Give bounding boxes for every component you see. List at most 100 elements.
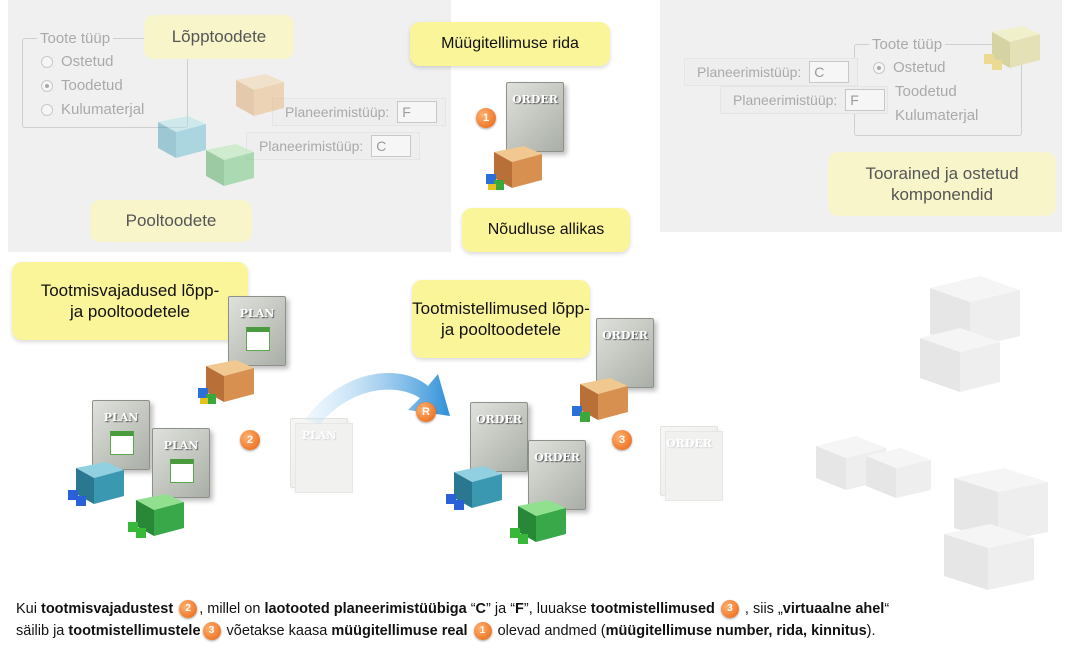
planning-type-field-c: Planeerimistüüp: C	[246, 132, 420, 160]
semi-product-box-green-icon	[126, 488, 186, 538]
product-type-legend: Toote tüüp	[869, 36, 946, 53]
sales-order-document-icon: ORDER	[506, 82, 569, 157]
final-product-box-icon	[226, 68, 286, 118]
badge-2-inline-icon: 2	[179, 600, 198, 619]
caption-bold: virtuaalne ahel	[782, 601, 885, 617]
transform-arrow-icon	[305, 372, 450, 424]
caption-fragment: , millel on	[199, 601, 265, 617]
stock-boxes-middle-icon	[816, 436, 931, 498]
radio-purchased[interactable]: Ostetud	[41, 53, 114, 70]
callout-semi-products: Pooltoodete	[90, 200, 252, 242]
calendar-icon	[246, 327, 270, 351]
caption-bold: laotooted planeerimistüübiga	[264, 601, 467, 617]
product-type-groupbox: Toote tüüp Ostetud Toodetud Kulumaterjal	[854, 36, 1022, 136]
semi-product-box-blue-icon	[66, 456, 126, 506]
planning-type-value[interactable]: F	[397, 101, 438, 123]
order-doc-label: ORDER	[602, 329, 648, 342]
planning-type-field-c: Planeerimistüüp: C	[684, 58, 858, 86]
planning-type-label: Planeerimistüüp:	[259, 138, 364, 154]
plan-doc-label: PLAN	[163, 439, 199, 452]
order-doc-label: ORDER	[476, 413, 522, 426]
caption-bold: müügitellimuse real	[331, 623, 468, 639]
radio-produced[interactable]: Toodetud	[895, 83, 957, 100]
caption-fragment: Kui	[16, 601, 41, 617]
caption-bold: tootmistellimustele	[68, 623, 201, 639]
ghost-plan-document-icon: PLAN	[290, 418, 353, 493]
planning-type-label: Planeerimistüüp:	[733, 92, 838, 108]
plan-document-icon: PLAN	[228, 296, 291, 371]
radio-icon	[41, 55, 53, 68]
planning-type-label: Planeerimistüüp:	[697, 64, 802, 80]
planning-type-value[interactable]: C	[809, 61, 850, 83]
calendar-icon	[170, 459, 194, 483]
stock-boxes-bottom-icon	[944, 468, 1048, 590]
radio-label: Kulumaterjal	[61, 101, 145, 118]
caption-text: Kui tootmisvajadustest 2, millel on laot…	[16, 598, 1056, 642]
radio-selected-icon	[41, 79, 53, 92]
radio-label: Ostetud	[893, 59, 946, 76]
sales-order-box-icon	[484, 140, 544, 190]
callout-demand-source: Nõudluse allikas	[462, 208, 630, 252]
plan-doc-label: PLAN	[301, 429, 337, 442]
semi-product-box-blue-icon	[148, 110, 208, 160]
stock-boxes-top-icon	[920, 276, 1020, 392]
caption-bold: tootmisvajadustest	[41, 601, 174, 617]
product-type-legend: Toote tüüp	[37, 30, 114, 47]
radio-icon	[41, 103, 53, 116]
caption-fragment: võetakse kaasa	[222, 623, 332, 639]
radio-label: Kulumaterjal	[895, 107, 979, 124]
radio-consumable[interactable]: Kulumaterjal	[41, 101, 144, 118]
callout-production-requirements: Tootmisvajadused lõpp- ja pooltoodetele	[12, 262, 248, 340]
order-doc-label: ORDER	[666, 437, 712, 450]
caption-fragment: “	[466, 601, 476, 617]
calendar-icon	[110, 431, 134, 455]
planning-type-field-f: Planeerimistüüp: F	[272, 98, 446, 126]
badge-1-inline-icon: 1	[473, 622, 492, 641]
callout-final-products: Lõpptoodete	[144, 15, 294, 59]
semi-product-box-green-icon	[196, 138, 256, 188]
radio-label: Toodetud	[895, 83, 957, 100]
callout-sales-order-line: Müügitellimuse rida	[410, 22, 610, 66]
caption-fragment: “	[884, 601, 890, 617]
product-type-groupbox: Toote tüüp Ostetud Toodetud Kulumaterjal	[22, 30, 188, 128]
radio-label: Toodetud	[61, 77, 123, 94]
caption-fragment: olevad andmed (	[493, 623, 606, 639]
planning-type-label: Planeerimistüüp:	[285, 104, 390, 120]
final-product-box-icon	[570, 372, 630, 422]
caption-fragment: säilib ja	[16, 623, 69, 639]
caption-fragment: ).	[866, 623, 876, 639]
raw-material-box-icon	[982, 20, 1042, 70]
caption-bold: müügitellimuse number, rida, kinnitus	[605, 623, 867, 639]
order-doc-label: ORDER	[534, 451, 580, 464]
badge-3-icon: 3	[612, 430, 632, 450]
caption-fragment: , siis „	[740, 601, 783, 617]
badge-3-inline-icon: 3	[720, 600, 739, 619]
top-left-panel: Toote tüüp Ostetud Toodetud Kulumaterjal…	[8, 0, 451, 252]
callout-production-orders: Tootmistellimused lõpp- ja pooltoodetele	[412, 280, 590, 358]
radio-selected-icon	[873, 61, 885, 74]
planning-type-field-f: Planeerimistüüp: F	[720, 86, 888, 114]
caption-bold: F	[515, 601, 524, 617]
semi-product-box-blue-icon	[444, 460, 504, 510]
plan-doc-label: PLAN	[103, 411, 139, 424]
planning-type-value[interactable]: C	[371, 135, 412, 157]
badge-r-icon: R	[416, 402, 436, 422]
caption-bold: tootmistellimused	[590, 601, 715, 617]
radio-purchased[interactable]: Ostetud	[873, 59, 946, 76]
semi-product-box-green-icon	[508, 494, 568, 544]
callout-raw-materials: Toorained ja ostetud komponendid	[828, 152, 1056, 216]
top-right-panel: Toote tüüp Ostetud Toodetud Kulumaterjal…	[660, 0, 1062, 232]
final-product-box-icon	[196, 354, 256, 404]
radio-label: Ostetud	[61, 53, 114, 70]
badge-2-icon: 2	[240, 430, 260, 450]
order-doc-label: ORDER	[512, 93, 558, 106]
radio-produced[interactable]: Toodetud	[41, 77, 123, 94]
plan-doc-label: PLAN	[239, 307, 275, 320]
caption-fragment: ”, luuakse	[523, 601, 591, 617]
plan-document-icon: PLAN	[152, 428, 215, 503]
badge-3-inline-icon: 3	[202, 622, 221, 641]
planning-type-value[interactable]: F	[845, 89, 886, 111]
caption-bold: C	[475, 601, 487, 617]
badge-1-icon: 1	[476, 108, 496, 128]
radio-consumable[interactable]: Kulumaterjal	[895, 107, 978, 124]
